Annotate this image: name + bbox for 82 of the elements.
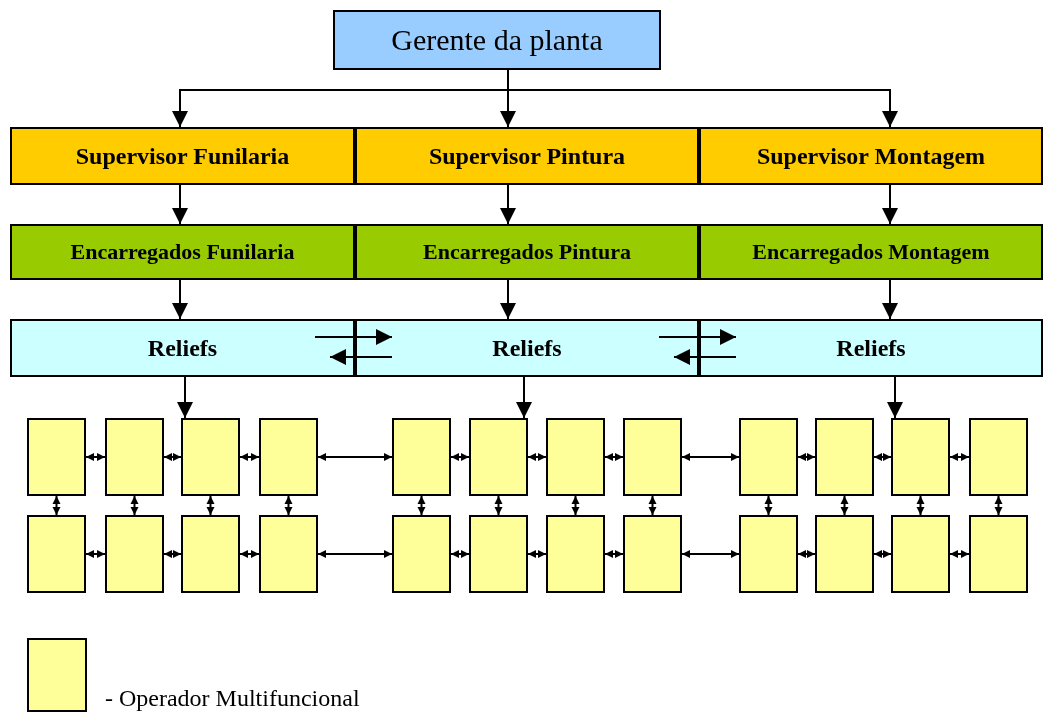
arrow	[949, 550, 970, 558]
supervisor-box: Supervisor Pintura	[355, 127, 699, 185]
manager-box: Gerente da planta	[333, 10, 661, 70]
team-lead-box: Encarregados Funilaria	[10, 224, 355, 280]
arrow	[163, 453, 182, 461]
arrow	[873, 550, 892, 558]
operator-box	[181, 418, 240, 496]
arrow	[284, 495, 293, 516]
arrow	[681, 453, 740, 461]
operator-box	[105, 515, 164, 593]
arrow	[887, 376, 903, 419]
arrow	[797, 550, 816, 558]
arrow	[494, 495, 503, 516]
operator-box	[891, 515, 950, 593]
arrow	[317, 453, 393, 461]
arrow	[882, 184, 898, 225]
arrow	[500, 279, 516, 320]
arrow	[177, 376, 193, 419]
operator-box	[623, 515, 682, 593]
arrow	[172, 184, 188, 225]
reliefs-box: Reliefs	[699, 319, 1043, 377]
operator-box	[969, 515, 1028, 593]
arrow	[658, 329, 737, 345]
operator-box	[105, 418, 164, 496]
arrow	[681, 550, 740, 558]
arrow	[239, 453, 260, 461]
arrow	[450, 453, 470, 461]
team-lead-box: Encarregados Montagem	[699, 224, 1043, 280]
arrow	[882, 279, 898, 320]
operator-box	[181, 515, 240, 593]
arrow	[85, 550, 106, 558]
arrow	[604, 550, 624, 558]
operator-box	[392, 515, 451, 593]
supervisor-box: Supervisor Funilaria	[10, 127, 355, 185]
operator-box	[815, 418, 874, 496]
operator-box	[392, 418, 451, 496]
arrow	[840, 495, 849, 516]
arrow	[417, 495, 426, 516]
arrow	[172, 279, 188, 320]
operator-box	[469, 515, 528, 593]
arrow	[527, 550, 547, 558]
operator-box	[739, 418, 798, 496]
arrow	[764, 495, 773, 516]
operator-box	[27, 515, 86, 593]
arrow	[527, 453, 547, 461]
operator-box	[259, 418, 318, 496]
arrow	[873, 453, 892, 461]
operator-box	[891, 418, 950, 496]
arrow	[994, 495, 1003, 516]
arrow	[673, 349, 737, 365]
arrow	[516, 376, 532, 419]
reliefs-box: Reliefs	[355, 319, 699, 377]
operator-box	[739, 515, 798, 593]
arrow	[314, 329, 393, 345]
arrow	[450, 550, 470, 558]
arrow	[130, 495, 139, 516]
operator-box	[623, 418, 682, 496]
operator-box	[969, 418, 1028, 496]
operator-box	[546, 515, 605, 593]
arrow	[329, 349, 393, 365]
arrow	[206, 495, 215, 516]
arrow	[163, 550, 182, 558]
arrow	[797, 453, 816, 461]
arrow	[949, 453, 970, 461]
operator-box	[259, 515, 318, 593]
supervisor-box: Supervisor Montagem	[699, 127, 1043, 185]
operator-box	[469, 418, 528, 496]
arrow	[916, 495, 925, 516]
operator-box	[546, 418, 605, 496]
arrow	[648, 495, 657, 516]
operator-box	[815, 515, 874, 593]
legend-text: - Operador Multifuncional	[105, 686, 360, 710]
arrow	[500, 184, 516, 225]
arrow	[239, 550, 260, 558]
arrow	[52, 495, 61, 516]
team-lead-box: Encarregados Pintura	[355, 224, 699, 280]
arrow	[85, 453, 106, 461]
arrow	[317, 550, 393, 558]
arrow	[571, 495, 580, 516]
reliefs-box: Reliefs	[10, 319, 355, 377]
arrow	[604, 453, 624, 461]
operator-box	[27, 418, 86, 496]
